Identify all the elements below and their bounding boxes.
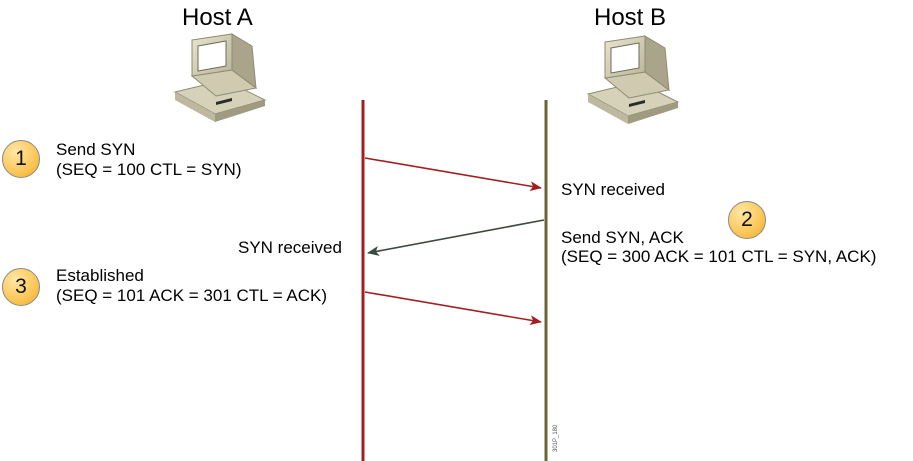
syn-arrow: [364, 157, 542, 192]
step-1-badge: 1: [2, 140, 40, 178]
step-3-title: Established: [56, 266, 144, 285]
syn-ack-arrow: [367, 219, 545, 256]
host-b-syn-received-label: SYN received: [561, 180, 665, 199]
step-2-title: Send SYN, ACK: [561, 228, 684, 247]
step-2-detail: (SEQ = 300 ACK = 101 CTL = SYN, ACK): [561, 247, 877, 266]
host-a-syn-received-label: SYN received: [238, 238, 342, 257]
host-a-title: Host A: [182, 4, 253, 31]
step-1-detail: (SEQ = 100 CTL = SYN): [56, 160, 242, 179]
desktop-computer-icon: [586, 35, 680, 124]
ack-arrow: [364, 291, 542, 326]
step-1-title: Send SYN: [56, 140, 136, 159]
step-3-detail: (SEQ = 101 ACK = 301 CTL = ACK): [56, 286, 328, 305]
step-2-badge: 2: [728, 201, 766, 239]
step-3-badge: 3: [2, 268, 40, 306]
figure-code: 301P_180: [553, 424, 559, 452]
host-b-title: Host B: [594, 4, 667, 31]
desktop-computer-icon: [173, 33, 267, 122]
